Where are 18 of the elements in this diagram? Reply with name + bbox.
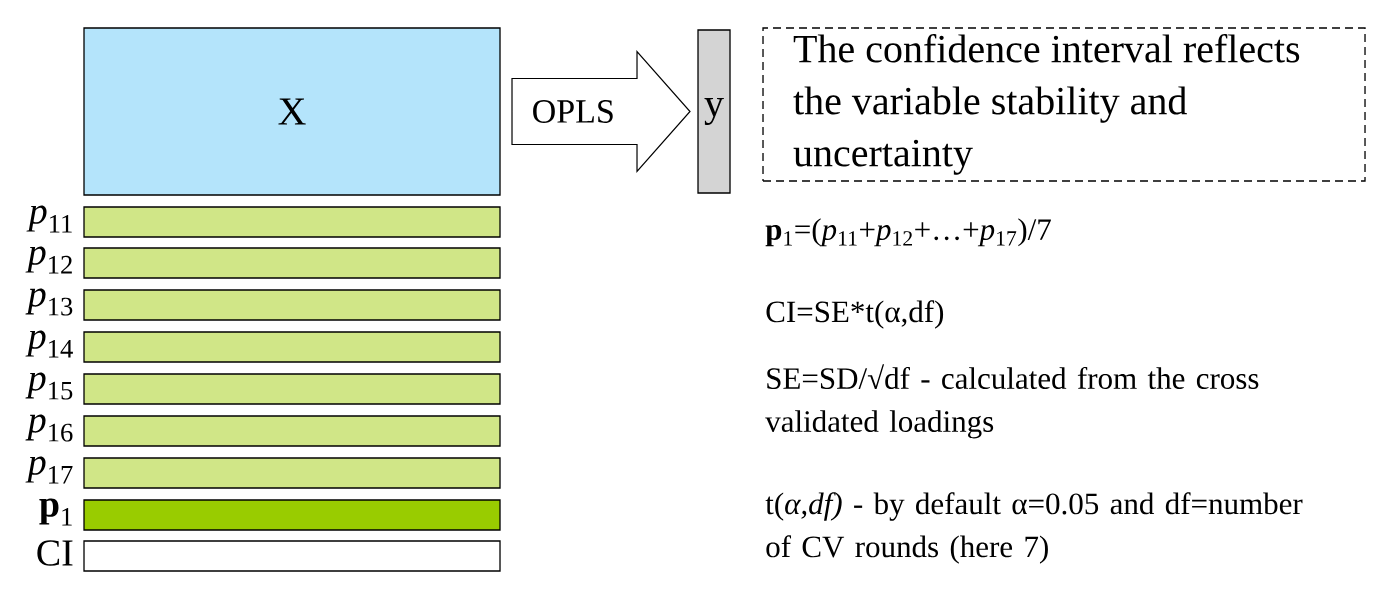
- formula-text: t(α,df) - by default α=0.05 and df=number of CV rounds (here 7): [765, 492, 1303, 564]
- bar-label: p$_{11}$: [26, 205, 72, 233]
- bar-label: p$_{13}$: [25, 288, 73, 316]
- vector-box: y: [697, 29, 731, 194]
- bar-label: p$_{12}$: [25, 246, 72, 274]
- bar-label: p$_{1}$: [39, 498, 72, 526]
- note-box: The confidence interval reflects the variable stability and uncertainty: [762, 27, 1366, 182]
- formula-text: p$_{1}$=(p$_{11}$+p$_{12}$+…+p$_{17}$)/7: [765, 218, 1051, 247]
- bar-label: p$_{15}$: [25, 372, 73, 400]
- formula-text: CI=SE*t(α,df): [766, 300, 944, 329]
- matrix-box: X: [83, 27, 501, 196]
- bar-label: p$_{17}$: [25, 456, 73, 484]
- bar-label: CI: [37, 540, 73, 566]
- block-arrow: [511, 49, 691, 174]
- bar-label: p$_{14}$: [25, 330, 73, 358]
- formula-text: SE=SD/√df - calculated from the cross validated loadings: [765, 364, 1259, 439]
- bar-label: p$_{16}$: [25, 414, 73, 442]
- edge-label: OPLS: [533, 100, 613, 123]
